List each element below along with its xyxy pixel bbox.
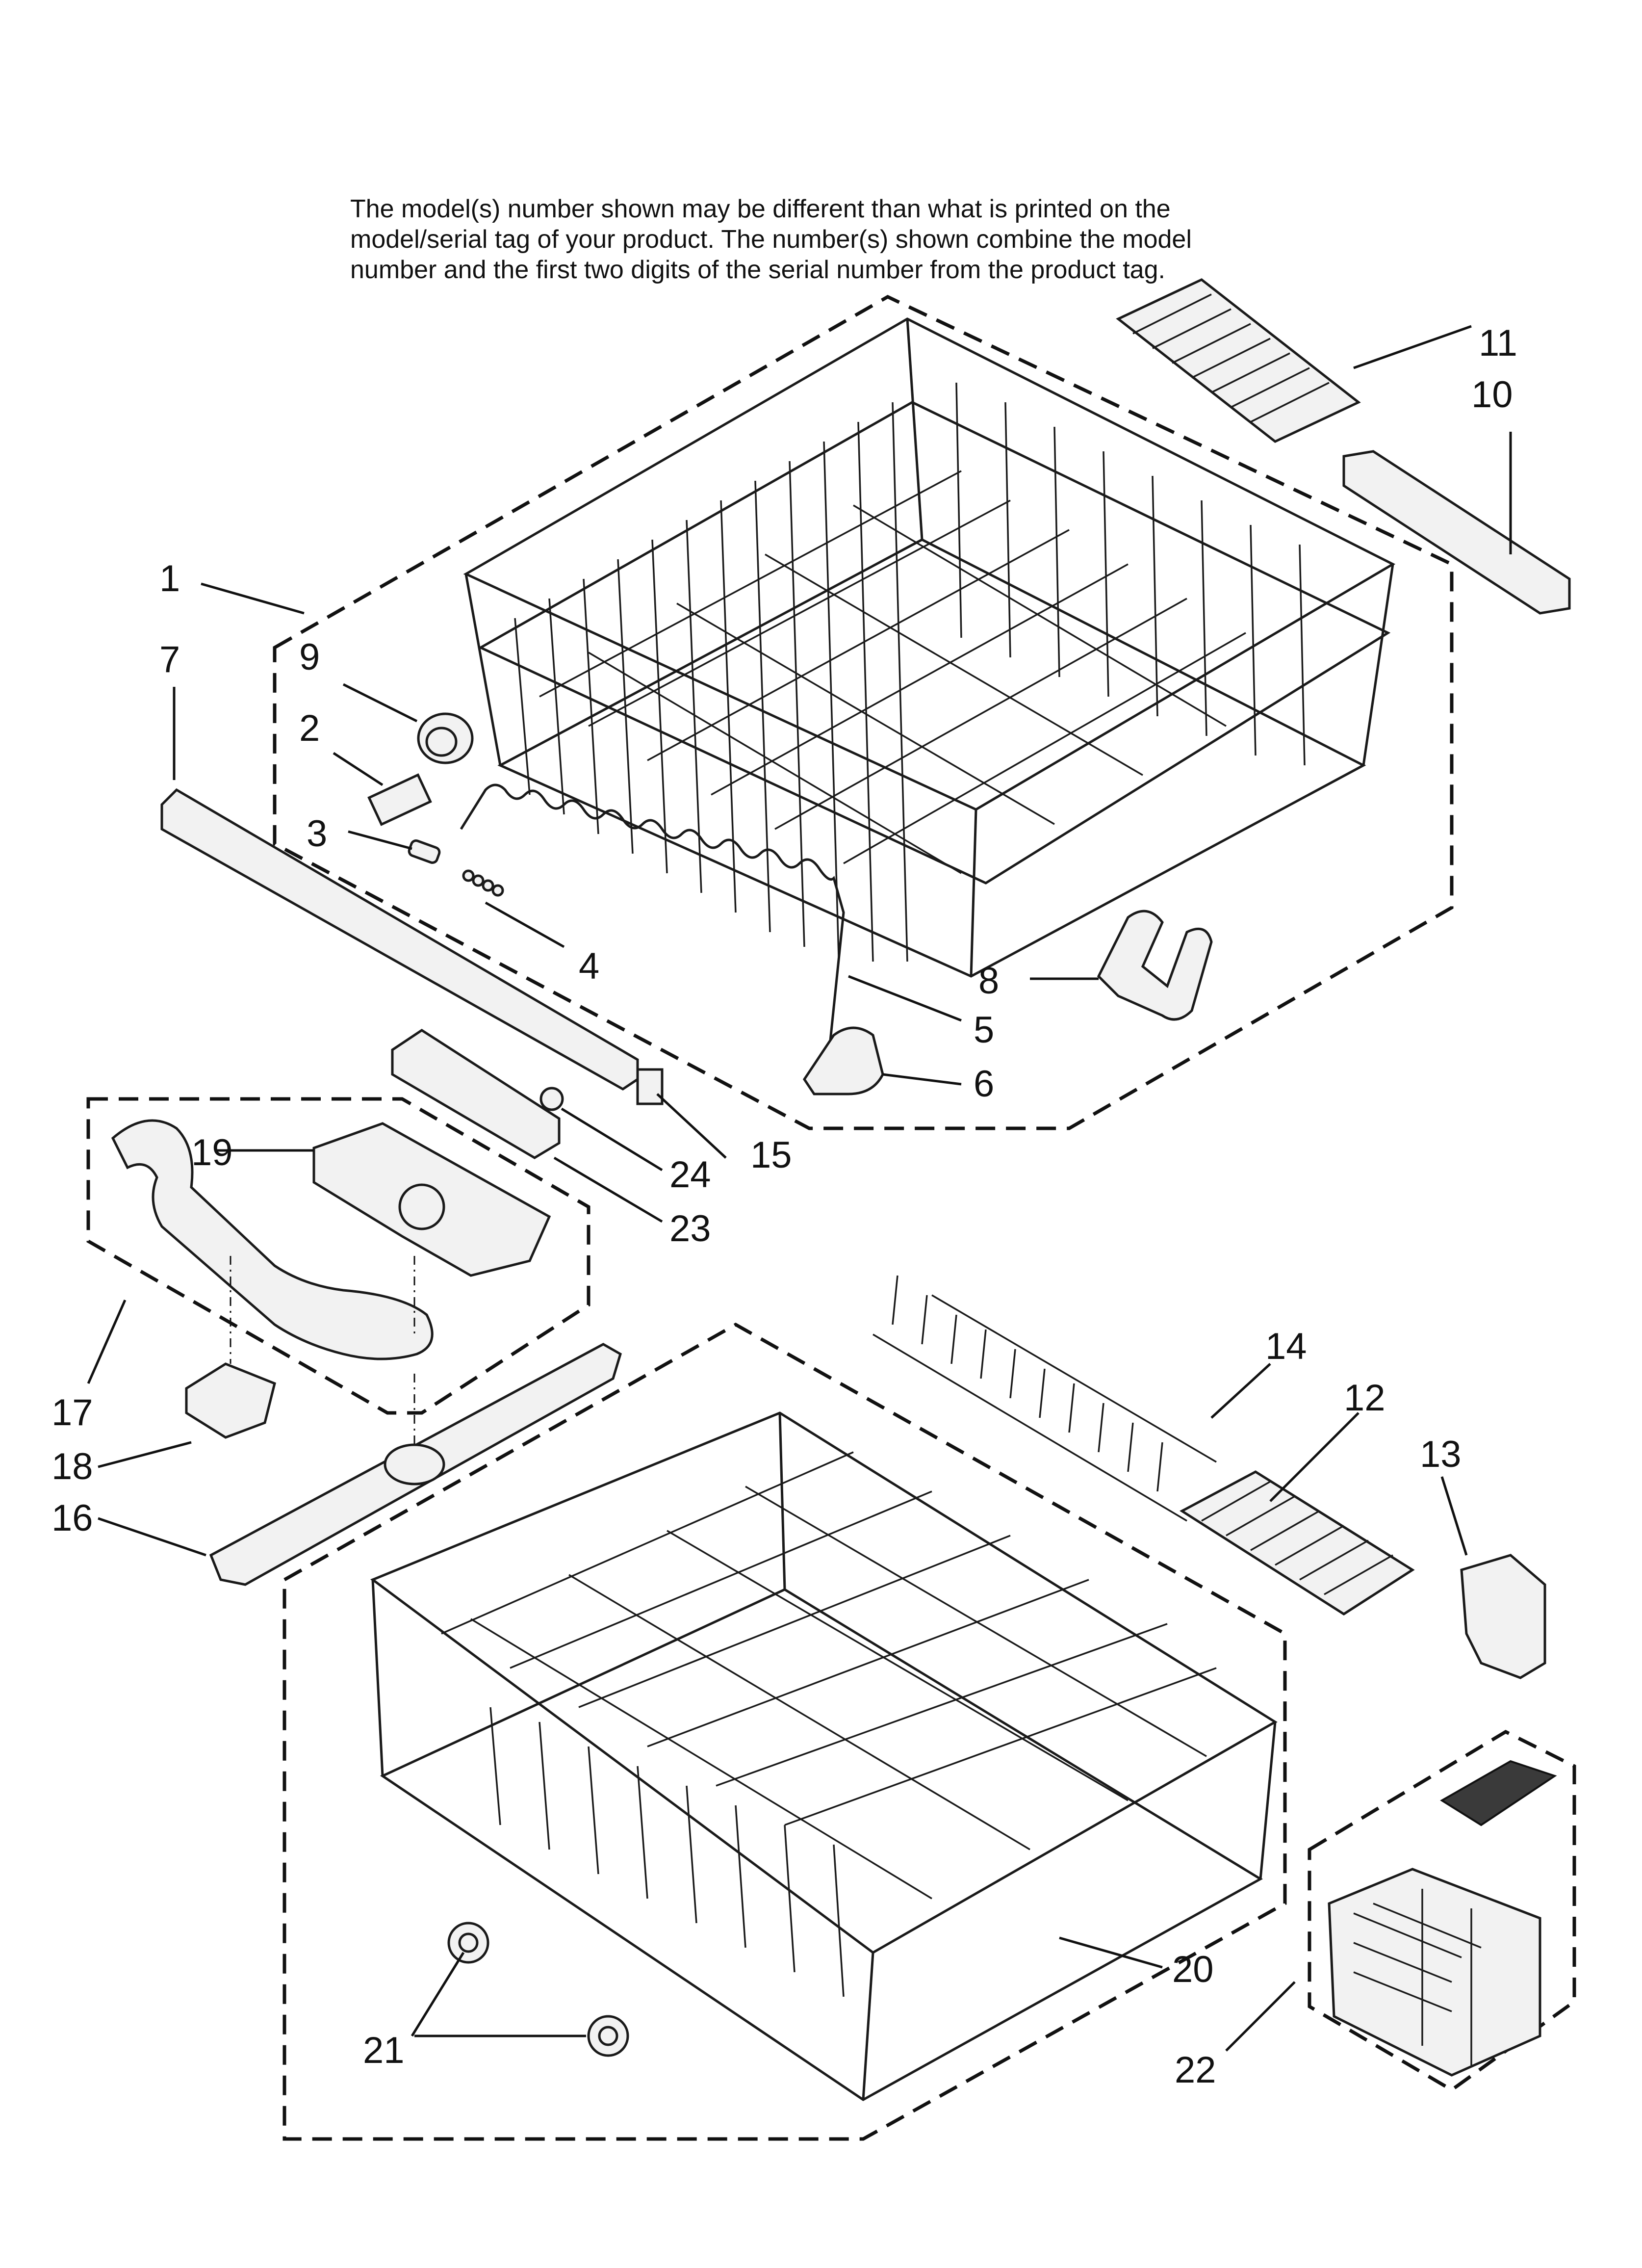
lower-tine-row-part (1180, 1470, 1415, 1616)
rail-clip-part (1342, 450, 1571, 615)
callout-24: 24 (669, 1154, 711, 1196)
note-line-1: The model(s) number shown may be differe… (350, 195, 1171, 223)
upper-rack-assembly-outline (273, 295, 1454, 1130)
lower-rack (370, 1411, 1278, 2101)
callout-2: 2 (299, 707, 320, 749)
silverware-basket-part (1328, 1760, 1557, 2077)
lower-rack-assembly-outline (282, 1322, 1287, 2141)
callout-11: 11 (1479, 322, 1517, 364)
model-number-note: The model(s) number shown may be differe… (350, 194, 1478, 285)
bracket-part (1097, 910, 1213, 1021)
feed-tube-part (111, 1119, 434, 1360)
fold-down-tine-part (872, 1275, 1217, 1522)
rack-roller-part (417, 712, 474, 764)
manifold-bracket-part (391, 1029, 561, 1159)
lower-rack-wheel-parts (447, 1922, 629, 2057)
upper-rack (463, 317, 1396, 978)
callout-6: 6 (974, 1063, 994, 1105)
callout-19: 19 (191, 1132, 233, 1173)
callout-15: 15 (750, 1134, 792, 1176)
tine-rod-part (460, 783, 845, 1055)
basket-handle-part (1460, 1554, 1546, 1679)
callout-8: 8 (978, 960, 999, 1002)
cup-shelf-tine-part (1116, 278, 1361, 443)
leader-lines (87, 325, 1512, 2052)
ball-part (539, 1087, 564, 1111)
callout-14: 14 (1265, 1326, 1307, 1367)
note-line-3: number and the first two digits of the s… (350, 256, 1165, 284)
callout-23: 23 (669, 1208, 711, 1250)
callout-17: 17 (51, 1392, 93, 1434)
silverware-basket-outline (1308, 1730, 1576, 2092)
callout-10: 10 (1471, 374, 1513, 416)
callout-3: 3 (307, 813, 327, 855)
callout-20: 20 (1172, 1949, 1214, 1990)
callout-21: 21 (363, 2030, 405, 2071)
callout-labels: 1 7 9 2 3 4 5 6 8 11 10 15 24 23 19 17 1… (51, 322, 1517, 2091)
callout-7: 7 (159, 639, 180, 680)
note-line-2: model/serial tag of your product. The nu… (350, 225, 1192, 254)
rack-adjuster-part (802, 1026, 884, 1095)
callout-13: 13 (1420, 1434, 1462, 1475)
callout-16: 16 (51, 1497, 93, 1539)
spray-arm-hub-part (384, 1443, 445, 1486)
manifold-hub-part (398, 1183, 445, 1230)
spring-part (462, 869, 504, 897)
rail-stop-part (636, 1068, 664, 1105)
adjuster-clip-part (367, 773, 432, 826)
callout-12: 12 (1344, 1377, 1385, 1419)
pin-part (408, 839, 441, 864)
callout-4: 4 (579, 945, 599, 987)
callout-22: 22 (1175, 2049, 1216, 2091)
callout-9: 9 (299, 636, 320, 678)
callout-5: 5 (974, 1009, 994, 1051)
spray-arm-assembly-outline (86, 1097, 590, 1415)
callout-1: 1 (159, 558, 180, 600)
spray-arm-clip-part (185, 1362, 276, 1439)
callout-18: 18 (51, 1446, 93, 1487)
